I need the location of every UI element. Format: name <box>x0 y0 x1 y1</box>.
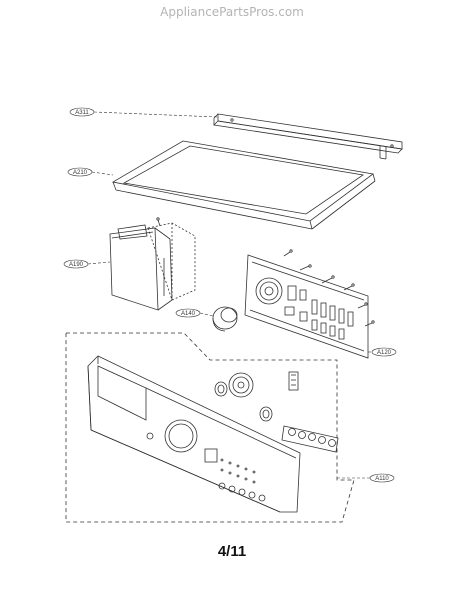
control-panel-part <box>87 355 301 513</box>
detergent-drawer-part <box>109 217 196 311</box>
watermark-text: AppliancePartsPros.com <box>160 5 304 19</box>
top-rail-part <box>213 113 403 160</box>
svg-text:A110: A110 <box>375 476 389 482</box>
svg-text:A311: A311 <box>75 110 89 116</box>
svg-text:A120: A120 <box>377 350 392 356</box>
callout-a190: A190 <box>63 259 89 269</box>
callout-a140: A140 <box>175 308 201 318</box>
page-number: 4/11 <box>217 543 247 560</box>
svg-text:A190: A190 <box>69 262 84 268</box>
callout-a110: A110 <box>369 473 395 483</box>
panel-knobs <box>214 371 339 453</box>
assembly-boundary <box>65 332 355 523</box>
knob-part <box>212 306 238 332</box>
callout-a210: A210 <box>67 167 93 177</box>
svg-text:A210: A210 <box>73 170 88 176</box>
control-board-part <box>244 249 375 359</box>
top-cover-part <box>111 140 376 230</box>
callout-a120: A120 <box>371 347 397 357</box>
leader-lines <box>87 111 372 479</box>
callout-a311: A311 <box>69 107 95 117</box>
svg-text:A140: A140 <box>181 311 196 317</box>
